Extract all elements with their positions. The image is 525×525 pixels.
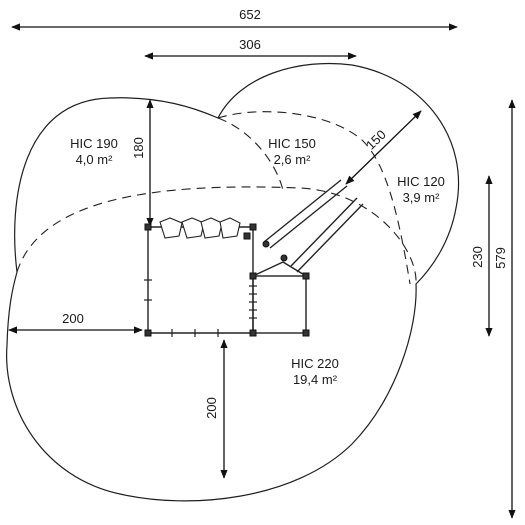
dim-label-left-height: 180 [131,137,146,159]
safety-zone-outline [6,62,460,502]
zone-boundary-upper-left [217,117,284,191]
zone-label-hic220-area: 19,4 m² [293,372,338,387]
zone-label-hic120-area: 3,9 m² [403,190,441,205]
zone-label-hic120-code: HIC 120 [397,174,445,189]
dimension-arrow-diagonal [345,110,422,185]
play-structure [144,179,364,337]
dim-label-overall-height: 579 [493,247,508,269]
dim-label-left-offset: 200 [62,311,84,326]
zone-label-hic190-area: 4,0 m² [76,152,114,167]
dim-label-overall-width: 652 [239,7,261,22]
zone-label-hic220-code: HIC 220 [291,356,339,371]
dim-label-top-width: 306 [239,37,261,52]
zone-label-hic150-code: HIC 150 [268,136,316,151]
zone-boundary-main [16,186,417,285]
zone-label-hic190-code: HIC 190 [70,136,118,151]
dim-label-right-inner-height: 230 [470,246,485,268]
dim-label-diagonal: 150 [363,127,389,153]
zone-label-hic150-area: 2,6 m² [274,152,312,167]
dim-label-bottom-offset: 200 [204,397,219,419]
